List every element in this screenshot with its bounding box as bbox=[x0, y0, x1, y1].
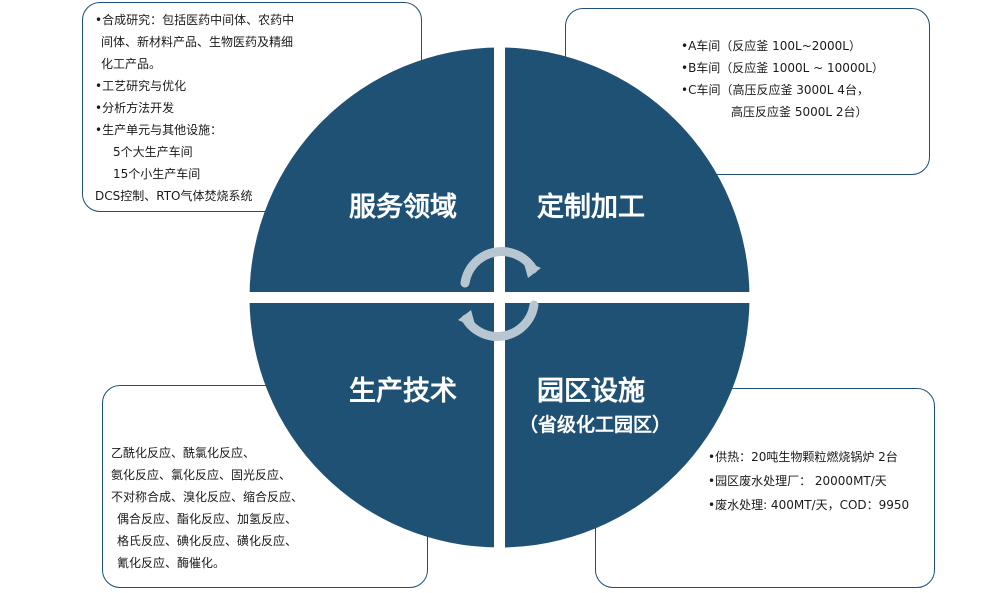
cycle-arrow-head bbox=[523, 260, 541, 278]
facility-line: •园区废水处理厂： 20000MT/天 bbox=[708, 474, 887, 488]
service-line: •分析方法开发 bbox=[95, 101, 175, 115]
quadrant-circle: 服务领域 定制加工 生产技术 园区设施 （省级化工园区） bbox=[249, 47, 750, 548]
quadrant-label-production: 生产技术 bbox=[349, 376, 457, 407]
workshop-line: •C车间（高压反应釜 3000L 4台， bbox=[681, 83, 869, 97]
quadrant-circle-graphic bbox=[249, 47, 750, 548]
reaction-line: 格氏反应、碘化反应、磺化反应、 bbox=[117, 534, 298, 548]
quadrant-label-park: 园区设施 bbox=[537, 376, 645, 407]
quadrant-top-right bbox=[505, 47, 750, 292]
reaction-line: 偶合反应、酯化反应、加氢反应、 bbox=[117, 512, 298, 526]
workshop-line: 高压反应釜 5000L 2台） bbox=[731, 105, 868, 119]
quadrant-sublabel-park: （省级化工园区） bbox=[519, 414, 672, 436]
service-line: 15个小生产车间 bbox=[113, 167, 201, 181]
service-line: 5个大生产车间 bbox=[113, 145, 193, 159]
cycle-arrow-head bbox=[458, 310, 476, 328]
workshop-line: •A车间（反应釜 100L~2000L） bbox=[681, 39, 861, 53]
quadrant-label-custom: 定制加工 bbox=[537, 192, 645, 223]
service-line: DCS控制、RTO气体焚烧系统 bbox=[95, 189, 253, 203]
reaction-line: 氰化反应、酶催化。 bbox=[117, 556, 226, 570]
service-line: •工艺研究与优化 bbox=[95, 79, 187, 93]
reaction-line: 不对称合成、溴化反应、缩合反应、 bbox=[111, 490, 304, 504]
service-line: 化工产品。 bbox=[101, 57, 162, 71]
facility-line: •供热：20吨生物颗粒燃烧锅炉 2台 bbox=[708, 450, 898, 464]
reaction-line: 乙酰化反应、酰氯化反应、 bbox=[111, 446, 256, 460]
service-line: •合成研究：包括医药中间体、农药中 bbox=[95, 13, 295, 27]
workshop-line: •B车间（反应釜 1000L ~ 10000L） bbox=[681, 61, 884, 75]
service-line: 间体、新材料产品、生物医药及精细 bbox=[101, 35, 294, 49]
cycle-arrow-icon bbox=[460, 247, 539, 341]
quadrant-top-left bbox=[249, 47, 494, 292]
service-line: •生产单元与其他设施： bbox=[95, 123, 223, 137]
facility-line: •废水处理: 400MT/天，COD：9950 bbox=[708, 498, 910, 512]
quadrant-label-service: 服务领域 bbox=[349, 192, 457, 223]
reaction-line: 氨化反应、氯化反应、固光反应、 bbox=[111, 468, 292, 482]
quadrant-bottom-left bbox=[249, 303, 494, 548]
